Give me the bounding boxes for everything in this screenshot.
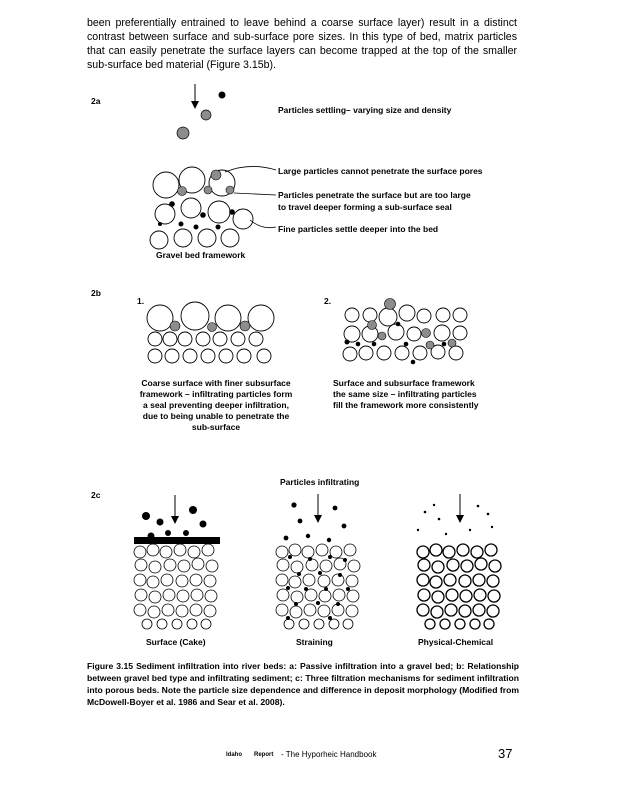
footer-report: Report — [254, 752, 274, 758]
label-surface-cake: Surface (Cake) — [146, 637, 206, 647]
page-number: 37 — [498, 746, 513, 761]
panel-2c-physical-chemical — [416, 494, 502, 630]
sub-label-2: 2. — [324, 296, 332, 306]
figure-caption: Figure 3.15 Sediment infiltration into r… — [87, 661, 519, 707]
large-particles-label: Large particles cannot penetrate the sur… — [278, 166, 483, 176]
falling-particle — [200, 109, 212, 121]
leader-line — [249, 219, 277, 229]
penetrate-label-line-2: to travel deeper forming a sub-surface s… — [278, 202, 452, 212]
panel-label-2b: 2b — [91, 288, 101, 298]
panel-2c-cake — [133, 495, 220, 630]
panel-2b-diagram-1 — [146, 301, 275, 364]
fine-particles-label: Fine particles settle deeper into the be… — [278, 224, 439, 234]
leader-line — [224, 166, 277, 173]
label-straining: Straining — [296, 637, 333, 647]
panel-2b-diagram-2 — [342, 298, 468, 365]
settling-label: Particles settling– varying size and den… — [278, 105, 452, 115]
panel-label-2a: 2a — [91, 96, 101, 106]
falling-particle — [218, 91, 226, 99]
penetrate-label-line-1: Particles penetrate the surface but are … — [278, 190, 471, 200]
description-1: Coarse surface with finer subsurface fra… — [139, 378, 293, 432]
panel-label-2c: 2c — [91, 490, 101, 500]
panel-2a-diagram — [149, 84, 277, 250]
grey-particles — [177, 169, 235, 196]
intro-paragraph: been preferentially entrained to leave b… — [87, 17, 517, 71]
panel-2c-straining — [275, 494, 361, 630]
sub-label-1: 1. — [137, 296, 145, 306]
leader-line — [233, 192, 277, 196]
footer-title: - The Hyporheic Handbook — [281, 750, 377, 759]
infiltrating-heading: Particles infiltrating — [280, 477, 360, 487]
framework-label: Gravel bed framework — [156, 250, 246, 260]
falling-particle — [176, 126, 190, 140]
fine-particles — [158, 201, 235, 230]
description-2: Surface and subsurface framework the sam… — [333, 378, 479, 410]
label-physical-chemical: Physical-Chemical — [418, 637, 494, 647]
footer-org: Idaho — [226, 752, 242, 758]
gravel-bed-framework — [149, 166, 254, 250]
